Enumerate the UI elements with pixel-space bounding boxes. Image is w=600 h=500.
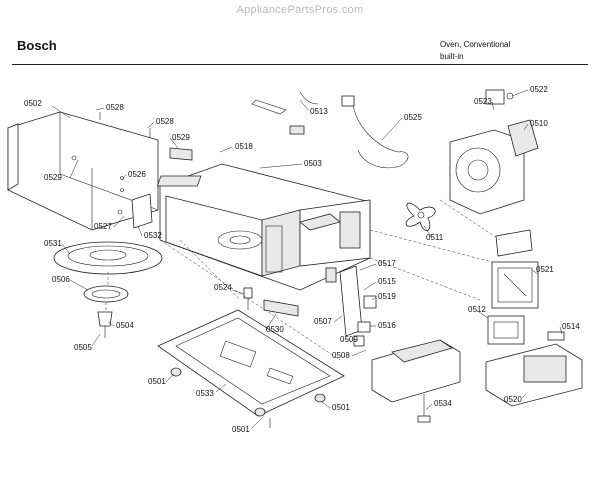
brand-title: Bosch [17,38,57,53]
callout-label: 0516 [378,321,396,330]
magnetron-part [491,229,539,309]
callout-label: 0504 [116,321,134,330]
turntable-tray-part [53,241,163,275]
callout-label: 0506 [52,275,70,284]
roller-ring-part [83,285,129,303]
fan-blade-part [405,202,436,231]
callout-label: 0508 [332,351,350,360]
model-description-line-2: built-in [440,52,464,61]
callout-label: 0534 [434,399,452,408]
callout-label: 0528 [156,117,174,126]
callout-label: 0502 [24,99,42,108]
callout-label: 0513 [310,107,328,116]
callout-label: 0522 [530,85,548,94]
callout-label: 0529 [172,133,190,142]
site-watermark: AppliancePartsPros.com [236,4,364,16]
control-box-part [371,339,461,423]
header-divider [12,64,588,65]
callout-label: 0529 [44,173,62,182]
callout-label: 0519 [378,292,396,301]
callout-label: 0523 [474,97,492,106]
callout-label: 0501 [232,425,250,434]
model-description-line-1: Oven, Conventional [440,40,511,49]
callout-label: 0518 [235,142,253,151]
callout-label: 0531 [44,239,62,248]
callout-label: 0517 [378,259,396,268]
callout-label: 0501 [148,377,166,386]
callout-label: 0514 [562,322,580,331]
callout-label: 0515 [378,277,396,286]
callout-label: 0511 [426,233,444,242]
callout-label: 0520 [504,395,522,404]
callout-label: 0505 [74,343,92,352]
callout-labels: 0502 0528 0528 0529 0529 0526 0518 0513 … [24,85,580,434]
callout-label: 0532 [144,231,162,240]
callout-label: 0512 [468,305,486,314]
transformer-assembly-part [485,315,583,407]
callout-label: 0528 [106,103,124,112]
callout-label: 0503 [304,159,322,168]
callout-label: 0509 [340,335,358,344]
callout-leaders [51,89,563,429]
callout-label: 0527 [94,222,112,231]
side-bracket-part [131,147,193,229]
blower-assembly-part [449,89,539,215]
callout-label: 0530 [266,325,284,334]
alignment-lines [105,199,501,361]
callout-label: 0525 [404,113,422,122]
wire-harness-part [251,91,409,169]
oven-cavity-part [156,163,371,291]
callout-label: 0524 [214,283,232,292]
small-hardware-part [99,112,299,317]
outer-cabinet-part [7,111,159,231]
callout-label: 0507 [314,317,332,326]
callout-label: 0510 [530,119,548,128]
callout-label: 0521 [536,265,554,274]
feet-part [170,367,326,428]
callout-label: 0501 [332,403,350,412]
callout-label: 0526 [128,170,146,179]
bottom-plate-part [157,309,345,417]
callout-label: 0533 [196,389,214,398]
door-switch-assembly-part [325,265,377,347]
